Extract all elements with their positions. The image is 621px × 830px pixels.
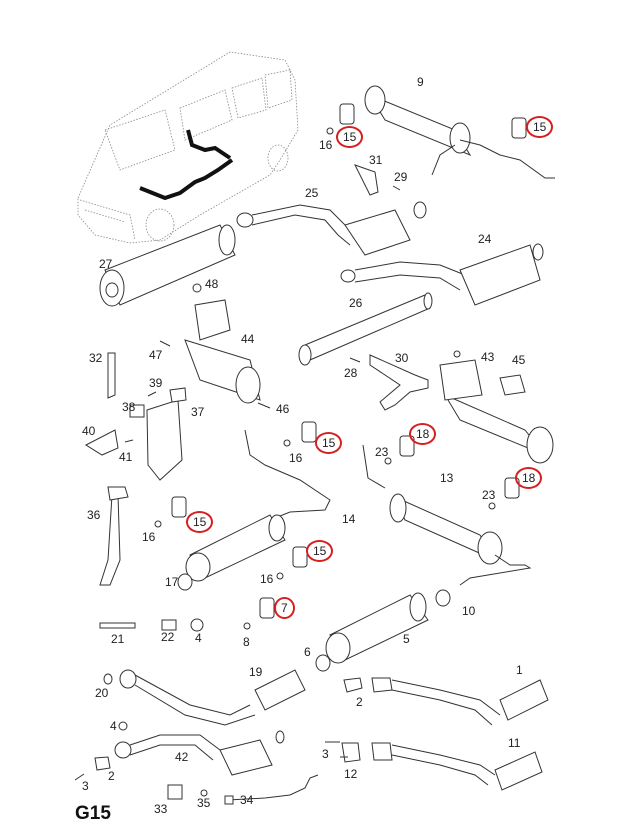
callout-44[interactable]: 44 [241,332,255,346]
callout-15-highlighted[interactable]: 15 [306,540,334,562]
callout-35[interactable]: 35 [197,796,211,810]
part-30-bracket[interactable] [369,354,429,411]
callout-16[interactable]: 16 [142,530,156,544]
page-code: G15 [75,803,111,824]
callout-16[interactable]: 16 [289,451,303,465]
callout-18-highlighted[interactable]: 18 [515,467,543,489]
part-21-stud[interactable] [99,622,136,629]
callout-27[interactable]: 27 [99,257,113,271]
callout-40[interactable]: 40 [82,424,96,438]
part-34-pressure-sensor-pipe[interactable] [224,774,319,805]
callout-32[interactable]: 32 [89,351,103,365]
callout-2[interactable]: 2 [356,695,363,709]
part-32-strap[interactable] [107,352,116,399]
callout-31[interactable]: 31 [369,153,383,167]
part-35-nut[interactable] [200,789,208,797]
part-33-mounting-block[interactable] [167,784,183,800]
part-26-intermediate-pipe[interactable] [298,292,433,366]
part-43-particulate-filter[interactable] [439,350,554,464]
van-overview-illustration [77,51,299,244]
callout-22[interactable]: 22 [161,630,175,644]
callout-4[interactable]: 4 [195,631,202,645]
part-22-spring[interactable] [161,619,177,631]
clamps-group[interactable] [177,573,451,672]
callout-46[interactable]: 46 [276,402,290,416]
callout-14[interactable]: 14 [342,512,356,526]
callout-12[interactable]: 12 [344,767,358,781]
part-25-catalytic-converter-pipe[interactable] [236,201,427,256]
callout-48[interactable]: 48 [205,277,219,291]
callout-30[interactable]: 30 [395,351,409,365]
callout-18-highlighted[interactable]: 18 [409,423,437,445]
callout-33[interactable]: 33 [154,802,168,816]
callout-37[interactable]: 37 [191,405,205,419]
part-24-particulate-filter[interactable] [340,243,544,306]
callout-15-highlighted[interactable]: 15 [526,116,554,138]
part-19-catalytic-converter[interactable] [103,669,306,726]
part-3-stud[interactable] [74,741,340,781]
callout-20[interactable]: 20 [95,686,109,700]
callout-3[interactable]: 3 [82,779,89,793]
callout-23[interactable]: 23 [375,445,389,459]
callout-21[interactable]: 21 [111,632,125,646]
callout-10[interactable]: 10 [462,604,476,618]
callout-34[interactable]: 34 [240,793,254,807]
callout-5[interactable]: 5 [403,632,410,646]
callout-23[interactable]: 23 [482,488,496,502]
callout-16[interactable]: 16 [319,138,333,152]
part-14-centre-silencer[interactable] [185,429,331,582]
callout-17[interactable]: 17 [165,575,179,589]
part-36-pipe[interactable] [99,486,129,586]
part-37-pre-catalytic-converter[interactable] [146,387,187,481]
callout-24[interactable]: 24 [478,232,492,246]
callout-26[interactable]: 26 [349,296,363,310]
part-13-rear-silencer[interactable] [362,444,532,586]
part-7-rubber-mounting[interactable] [243,597,275,630]
part-1-front-pipe-with-catalyst[interactable] [343,677,549,726]
callout-15-highlighted[interactable]: 15 [186,511,214,533]
callout-19[interactable]: 19 [249,665,263,679]
callout-41[interactable]: 41 [119,450,133,464]
part-11-front-pipe-with-catalyst[interactable] [340,742,543,791]
callout-2[interactable]: 2 [108,769,115,783]
callout-4[interactable]: 4 [110,719,117,733]
part-38-mounting[interactable] [129,404,145,418]
callout-36[interactable]: 36 [87,508,101,522]
callout-6[interactable]: 6 [304,645,311,659]
part-15-rubber-mounting-mid[interactable] [154,421,317,580]
part-15-rubber-mounting[interactable] [326,103,527,139]
part-45-gasket[interactable] [499,374,526,396]
callout-9[interactable]: 9 [417,75,424,89]
callout-13[interactable]: 13 [440,471,454,485]
part-27-silencer[interactable] [99,224,236,307]
callout-15-highlighted[interactable]: 15 [315,432,343,454]
part-40-bracket[interactable] [84,429,119,456]
part-44-catalytic-converter[interactable] [184,283,261,404]
part-31-bracket[interactable] [354,164,401,196]
bolts-group[interactable] [124,340,361,632]
callout-16[interactable]: 16 [260,572,274,586]
part-5-centre-silencer[interactable] [325,592,429,664]
callout-47[interactable]: 47 [149,348,163,362]
callout-8[interactable]: 8 [243,635,250,649]
callout-43[interactable]: 43 [481,350,495,364]
callout-42[interactable]: 42 [175,750,189,764]
callout-11[interactable]: 11 [508,736,521,750]
callout-39[interactable]: 39 [149,376,163,390]
callout-45[interactable]: 45 [512,353,526,367]
callout-7-highlighted[interactable]: 7 [274,597,295,619]
callout-25[interactable]: 25 [305,186,319,200]
part-42-front-pipe-with-catalyst[interactable] [94,721,285,776]
callout-15-highlighted[interactable]: 15 [336,126,364,148]
callout-29[interactable]: 29 [394,170,408,184]
callout-3[interactable]: 3 [322,747,329,761]
callout-38[interactable]: 38 [122,400,136,414]
part-9-rear-silencer[interactable] [364,85,555,179]
callout-28[interactable]: 28 [344,366,358,380]
callout-1[interactable]: 1 [516,663,523,677]
